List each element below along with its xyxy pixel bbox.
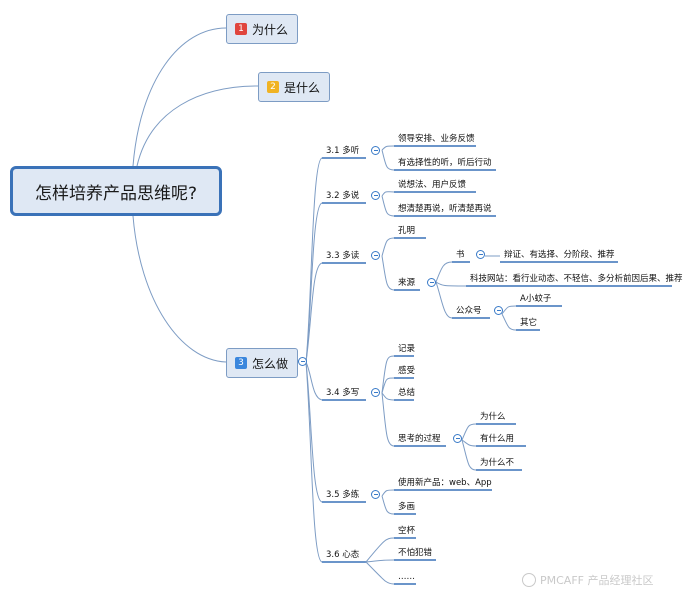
- leaf-node[interactable]: 想清楚再说，听清楚再说: [398, 204, 492, 214]
- collapse-icon[interactable]: [298, 357, 307, 366]
- leaf-node[interactable]: 总结: [398, 388, 416, 398]
- leaf-node[interactable]: 孔明: [398, 226, 416, 236]
- collapse-icon[interactable]: [371, 146, 380, 155]
- watermark: PMCAFF 产品经理社区: [522, 572, 653, 588]
- subnode-write[interactable]: 3.4 多写: [326, 388, 360, 398]
- priority-3-badge: 3: [235, 357, 247, 369]
- collapse-icon[interactable]: [427, 278, 436, 287]
- collapse-icon[interactable]: [371, 388, 380, 397]
- root-title: 怎样培养产品思维呢?: [34, 183, 198, 204]
- leaf-node[interactable]: 不怕犯错: [398, 548, 433, 558]
- leaf-node[interactable]: 记录: [398, 344, 416, 354]
- subnode-mindset[interactable]: 3.6 心态: [326, 550, 360, 560]
- branch-what[interactable]: 2 是什么: [258, 72, 330, 102]
- leaf-node[interactable]: 说想法、用户反馈: [398, 180, 467, 190]
- branch-how[interactable]: 3 怎么做: [226, 348, 298, 378]
- leaf-node[interactable]: 其它: [520, 318, 538, 328]
- leaf-node[interactable]: 有选择性的听，听后行动: [398, 158, 492, 168]
- leaf-book[interactable]: 书: [456, 250, 465, 260]
- root-node[interactable]: 怎样培养产品思维呢?: [10, 166, 222, 216]
- watermark-text: PMCAFF 产品经理社区: [540, 574, 654, 587]
- leaf-node[interactable]: 领导安排、业务反馈: [398, 134, 475, 144]
- leaf-thinking[interactable]: 思考的过程: [398, 434, 441, 444]
- leaf-node[interactable]: 多画: [398, 502, 416, 512]
- leaf-official-account[interactable]: 公众号: [456, 306, 482, 316]
- leaf-node[interactable]: 有什么用: [480, 434, 515, 444]
- collapse-icon[interactable]: [371, 191, 380, 200]
- leaf-node[interactable]: ……: [398, 572, 415, 582]
- collapse-icon[interactable]: [371, 251, 380, 260]
- branch-what-label: 是什么: [284, 80, 321, 95]
- subnode-speak[interactable]: 3.2 多说: [326, 191, 360, 201]
- subnode-practice[interactable]: 3.5 多练: [326, 490, 360, 500]
- collapse-icon[interactable]: [494, 306, 503, 315]
- subnode-listen[interactable]: 3.1 多听: [326, 146, 360, 156]
- branch-why[interactable]: 1 为什么: [226, 14, 298, 44]
- leaf-node[interactable]: 为什么不: [480, 458, 515, 468]
- leaf-node[interactable]: 空杯: [398, 526, 416, 536]
- leaf-tech-site[interactable]: 科技网站：看行业动态、不轻信、多分析前因后果、推荐: [470, 274, 683, 284]
- leaf-node[interactable]: A小蚊子: [520, 294, 552, 304]
- leaf-book-detail[interactable]: 辩证、有选择、分阶段、推荐: [504, 250, 615, 260]
- collapse-icon[interactable]: [371, 490, 380, 499]
- priority-1-badge: 1: [235, 23, 247, 35]
- branch-why-label: 为什么: [252, 22, 289, 37]
- collapse-icon[interactable]: [453, 434, 462, 443]
- subnode-read[interactable]: 3.3 多读: [326, 251, 360, 261]
- pmcaff-logo-icon: [522, 573, 536, 587]
- leaf-node[interactable]: 感受: [398, 366, 416, 376]
- branch-how-label: 怎么做: [252, 356, 289, 371]
- leaf-source[interactable]: 来源: [398, 278, 416, 288]
- collapse-icon[interactable]: [476, 250, 485, 259]
- priority-2-badge: 2: [267, 81, 279, 93]
- leaf-node[interactable]: 为什么: [480, 412, 506, 422]
- leaf-node[interactable]: 使用新产品：web、App: [398, 478, 492, 488]
